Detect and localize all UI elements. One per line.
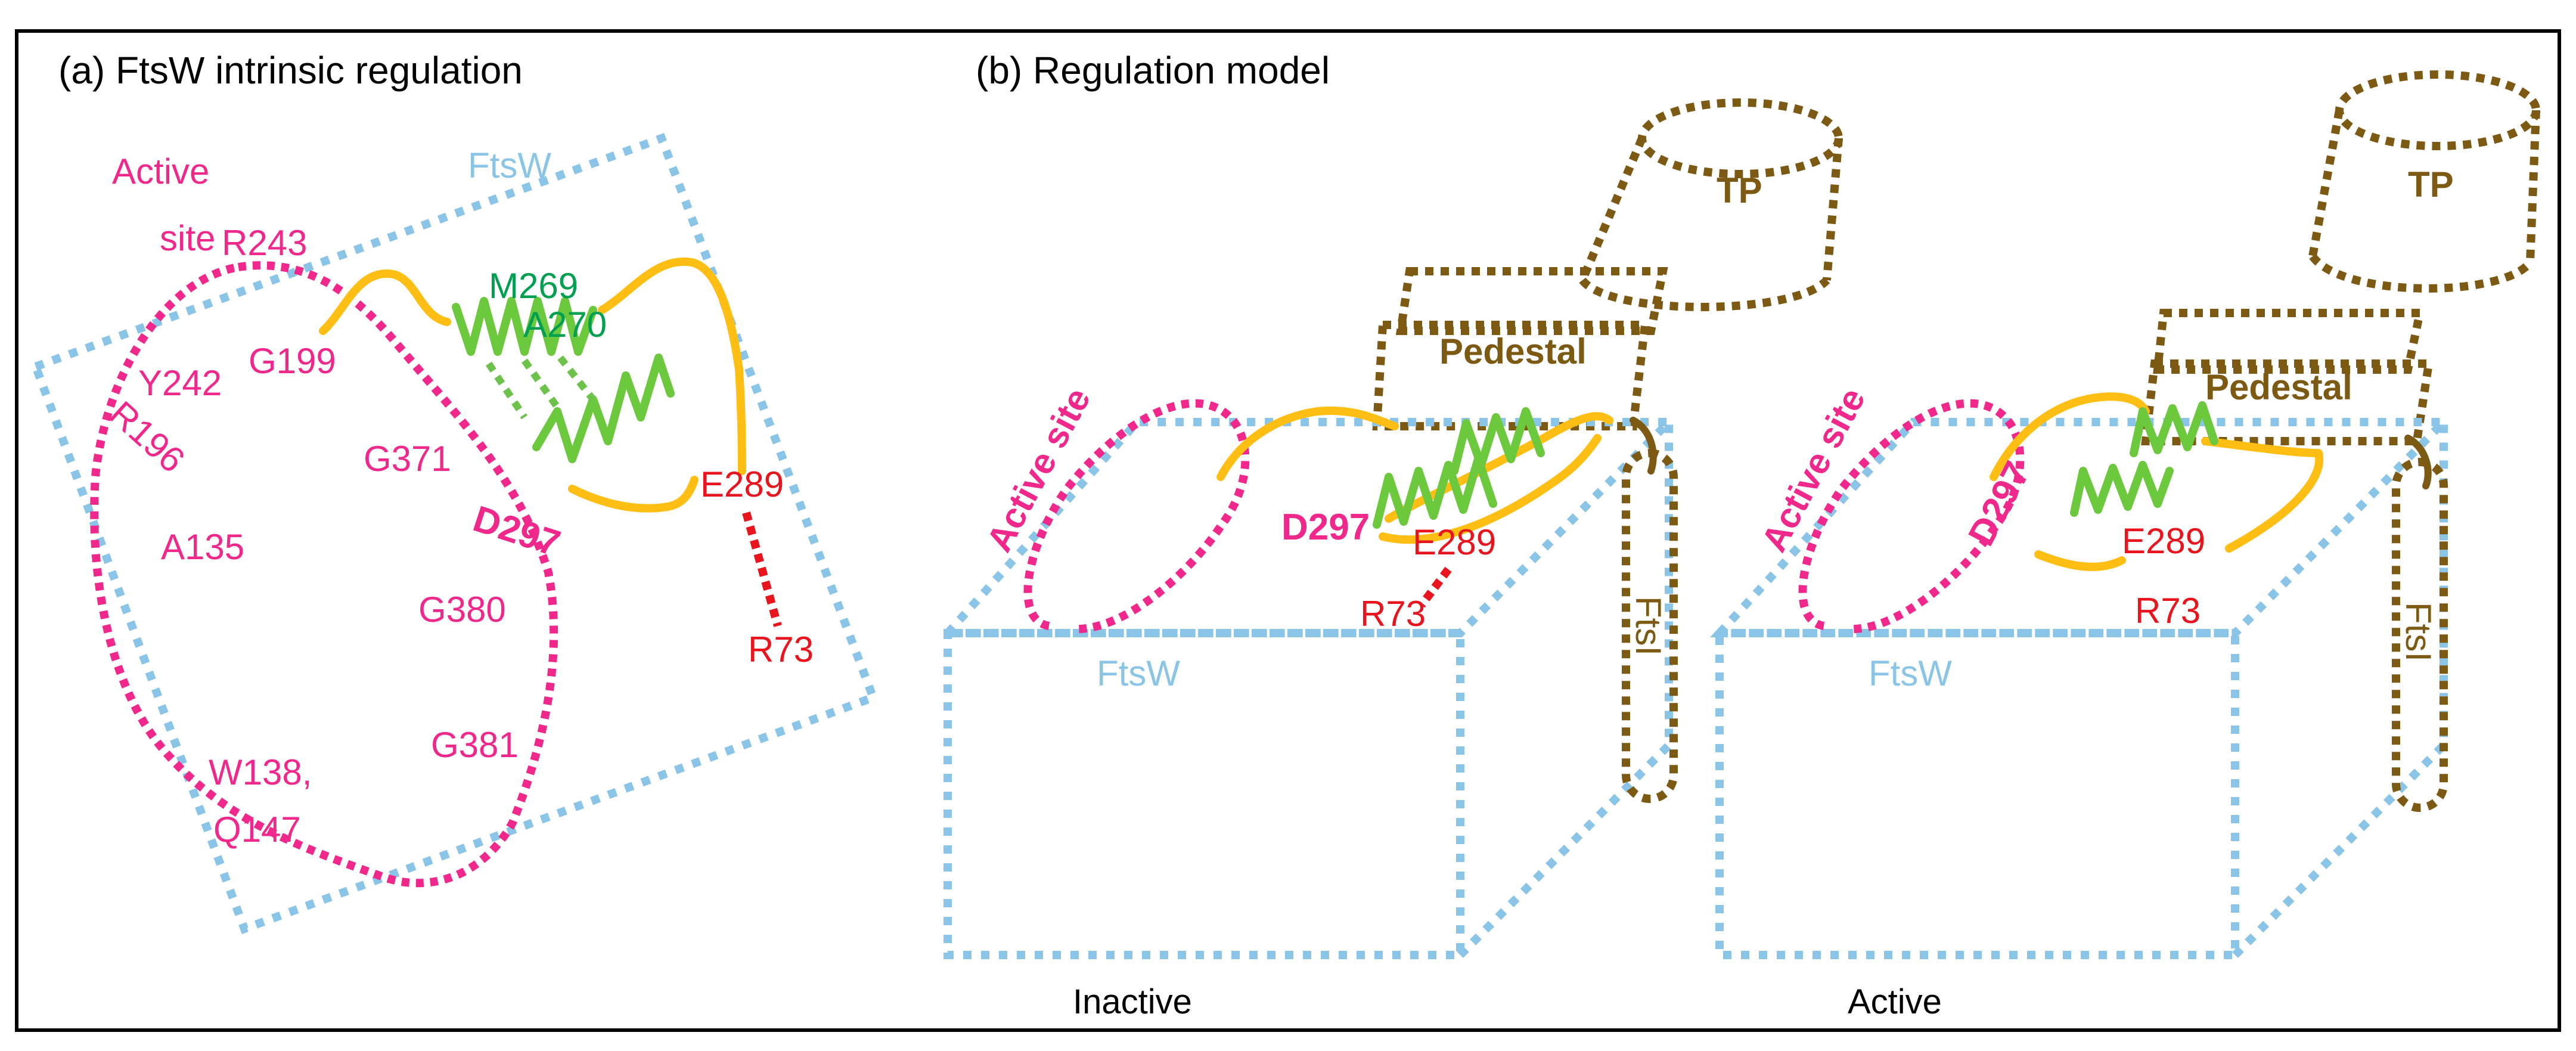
residue-w138: W138, xyxy=(209,752,312,792)
r73-inactive: R73 xyxy=(1360,594,1426,634)
salt-bridge-inactive xyxy=(1418,566,1452,608)
residue-a270: A270 xyxy=(523,305,607,345)
residue-q147: Q147 xyxy=(213,810,301,850)
panel-a: (a) FtsW intrinsic regulation FtsW Activ… xyxy=(30,49,879,934)
residue-r243: R243 xyxy=(222,223,307,263)
d297-inactive: D297 xyxy=(1281,507,1370,548)
figure-border xyxy=(15,29,2561,1032)
pedestal-label-active: Pedestal xyxy=(2205,367,2352,407)
loop-active-lower xyxy=(2034,550,2126,571)
residue-e289: E289 xyxy=(700,464,784,504)
e289-active: E289 xyxy=(2122,521,2205,561)
contact-a-2 xyxy=(522,358,563,414)
ftsi-tether-inactive xyxy=(1630,417,1657,475)
loop-active-top xyxy=(1990,392,2150,481)
ftsi-label-active: FtsI xyxy=(2398,602,2438,662)
residue-g371: G371 xyxy=(364,439,451,479)
caption-inactive: Inactive xyxy=(1073,982,1192,1021)
active-site-outline-active xyxy=(1798,399,2025,634)
helix-a-top xyxy=(452,297,597,356)
pedestal-body-inactive xyxy=(1372,321,1650,430)
loop-a-bottom xyxy=(568,476,699,513)
caption-active: Active xyxy=(1848,982,1942,1021)
loop-inactive-top xyxy=(1216,407,1399,481)
loop-a-right xyxy=(598,257,746,475)
e289-inactive: E289 xyxy=(1413,522,1496,562)
residue-a135: A135 xyxy=(161,527,244,567)
helix-active-bottom xyxy=(2070,461,2174,517)
salt-bridge-a xyxy=(742,511,782,627)
active-site-outline xyxy=(90,261,558,888)
ftsw-label: FtsW xyxy=(468,145,551,185)
ftsi-tether-active xyxy=(2404,435,2432,489)
ftsw-cube-front-active xyxy=(1715,629,2239,959)
tp-label-inactive: TP xyxy=(1717,170,1762,210)
ftsi-active xyxy=(2392,458,2448,812)
loop-active-right xyxy=(2201,437,2324,553)
pedestal-top-inactive xyxy=(1395,267,1668,335)
r73-active: R73 xyxy=(2135,591,2201,631)
residue-g380: G380 xyxy=(418,590,506,630)
tp-body-inactive xyxy=(1578,137,1843,311)
active-site-outline-inactive xyxy=(1023,399,1250,634)
pedestal-top-active xyxy=(2153,309,2425,374)
contact-a-1 xyxy=(486,361,527,420)
panel-a-title: (a) FtsW intrinsic regulation xyxy=(58,49,523,92)
ftsw-label-active: FtsW xyxy=(1869,653,1952,693)
helix-inactive-bottom xyxy=(1373,455,1497,529)
ftsw-cube-front-inactive xyxy=(944,629,1464,959)
active-site-label-line2: site xyxy=(160,218,215,258)
panel-b-title: (b) Regulation model xyxy=(976,49,1330,92)
helix-inactive-top xyxy=(1450,407,1545,475)
ftsw-label-inactive: FtsW xyxy=(1097,653,1180,693)
residue-m269: M269 xyxy=(489,266,578,306)
loop-inactive-lower xyxy=(1379,434,1602,544)
loop-inactive-right xyxy=(1385,412,1613,523)
ftsw-membrane-box xyxy=(30,133,879,934)
helix-active-top xyxy=(2130,401,2218,457)
residue-g381: G381 xyxy=(431,725,519,765)
loop-a-left xyxy=(319,269,451,335)
residue-r73: R73 xyxy=(748,630,814,669)
tp-label-active: TP xyxy=(2408,165,2454,204)
active-site-label-line1: Active xyxy=(112,151,209,191)
residue-y242: Y242 xyxy=(138,363,222,403)
residue-g199: G199 xyxy=(249,341,336,381)
helix-a-bottom xyxy=(532,354,675,463)
tp-body-active xyxy=(2308,109,2540,293)
pedestal-label-inactive: Pedestal xyxy=(1439,331,1587,371)
ftsi-label-inactive: FtsI xyxy=(1628,596,1668,656)
